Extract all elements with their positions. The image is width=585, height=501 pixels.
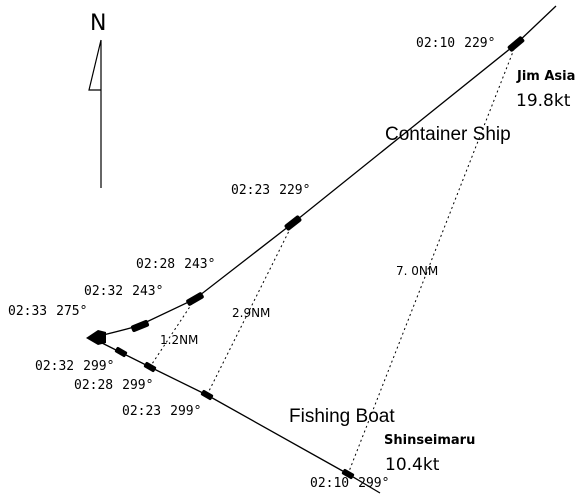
ship-marker-0232	[130, 319, 150, 333]
fishing-boat-track	[91, 337, 381, 494]
north-arrow-icon	[88, 39, 102, 188]
ship-marker-0228	[186, 292, 204, 306]
fishing-boat-type-label: Fishing Boat	[289, 406, 395, 427]
container-ship-markers	[86, 36, 525, 345]
north-label: N	[90, 11, 106, 36]
boat-marker-0228	[143, 361, 157, 373]
distance-label-0223: 2.9NM	[232, 306, 270, 320]
ship-marker-0210	[507, 36, 525, 52]
distance-line-0228	[149, 298, 196, 368]
boat-marker-0232	[114, 346, 128, 358]
ship-marker-0233	[86, 330, 106, 345]
boat-marker-0223	[200, 389, 214, 401]
fishing-boat-name: Shinseimaru	[384, 433, 475, 448]
container-ship-name: Jim Asia	[516, 69, 575, 84]
fishing-boat-markers	[114, 346, 355, 480]
container-ship-type-label: Container Ship	[385, 124, 511, 145]
north-arrow: N	[88, 11, 106, 188]
distance-label-0210: 7. 0NM	[396, 264, 438, 278]
boat-marker-0210	[341, 468, 355, 480]
distance-label-0228: 1.2NM	[160, 333, 198, 347]
fishing-boat-speed: 10.4kt	[385, 455, 440, 475]
distance-lines	[149, 43, 517, 475]
container-ship-speed: 19.8kt	[516, 91, 571, 111]
distance-line-0223	[206, 222, 294, 396]
distance-line-0210	[347, 43, 517, 475]
ship-marker-0223	[284, 215, 302, 231]
